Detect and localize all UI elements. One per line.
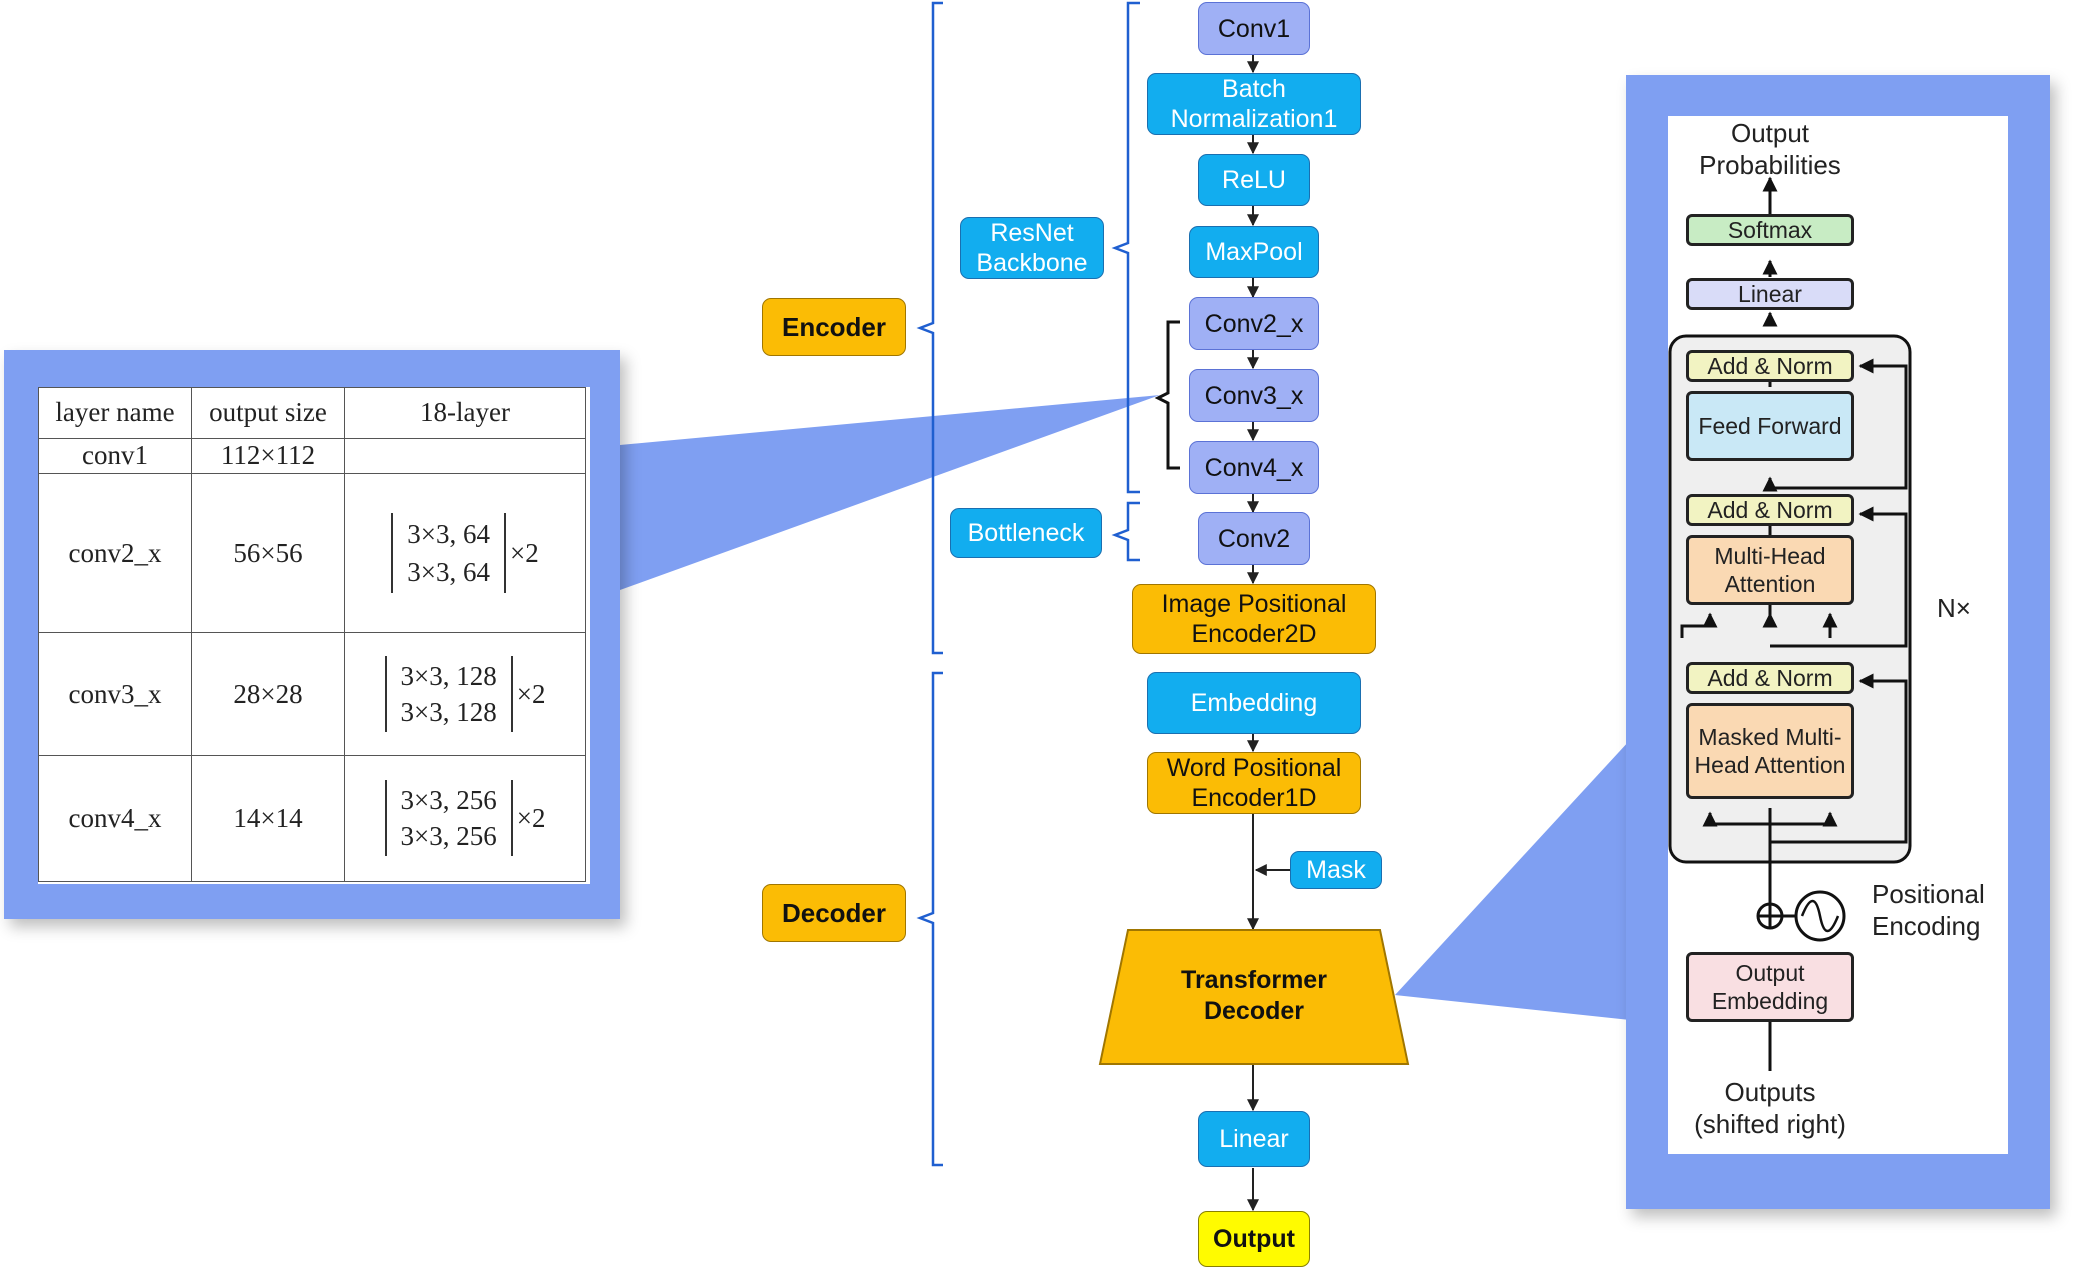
layer-name: conv4_x [38,754,192,883]
table-header-row: layer name output size 18-layer [38,387,586,439]
resnet-bracket [1111,1,1140,494]
batch-norm-block: Batch Normalization1 [1147,73,1361,135]
output-block: Output [1198,1211,1310,1267]
conv2-block: Conv2 [1198,512,1310,565]
block-line: 3×3, 256 [400,785,497,816]
word-positional-encoder-block: Word Positional Encoder1D [1147,752,1361,814]
bottleneck-bracket [1111,501,1140,562]
transformer-decoder-label: Transformer Decoder [1181,966,1327,1025]
add-norm-top: Add & Norm [1686,350,1854,382]
block-cell [344,437,586,474]
positional-encoding-label: Positional Encoding [1872,879,1985,941]
resnet-backbone-label: ResNet Backbone [960,217,1104,279]
outputs-shifted-label: Outputs (shifted right) [1694,1077,1846,1139]
block-cell: 3×3, 128 3×3, 128 ×2 [344,632,586,756]
block-line: 3×3, 64 [407,519,490,549]
conv3x-block: Conv3_x [1189,369,1319,422]
block-cell: 3×3, 64 3×3, 64 ×2 [344,472,586,634]
add-norm-bottom: Add & Norm [1686,662,1854,694]
softmax-block: Softmax [1686,214,1854,246]
decoder-label: Decoder [762,884,906,942]
relu-block: ReLU [1198,154,1310,206]
linear-block: Linear [1198,1111,1310,1167]
resnet-table: layer name output size 18-layer conv1 11… [38,387,586,883]
layer-name: conv1 [38,437,192,474]
bottleneck-label: Bottleneck [950,508,1102,558]
block-multiplier: ×2 [516,678,546,709]
table-row: conv3_x 28×28 3×3, 128 3×3, 128 ×2 [38,632,586,756]
block-cell: 3×3, 256 3×3, 256 ×2 [344,754,586,883]
table-row: conv1 112×112 [38,437,586,474]
layer-name: conv3_x [38,632,192,756]
zoom-wedge-left [620,395,1160,590]
resnet-table-paper: layer name output size 18-layer conv1 11… [38,387,590,884]
embedding-block: Embedding [1147,672,1361,734]
transformer-linear-block: Linear [1686,278,1854,310]
conv4x-block: Conv4_x [1189,441,1319,494]
output-size: 56×56 [191,472,345,634]
encoder-label: Encoder [762,298,906,356]
conv1-block: Conv1 [1198,2,1310,55]
table-row: conv2_x 56×56 3×3, 64 3×3, 64 ×2 [38,472,586,634]
block-multiplier: ×2 [516,802,546,833]
nx-label: N× [1937,593,1971,623]
conv2x-block: Conv2_x [1189,297,1319,350]
output-size: 112×112 [191,437,345,474]
image-positional-encoder-block: Image Positional Encoder2D [1132,584,1376,654]
block-line: 3×3, 128 [400,661,497,692]
output-size: 28×28 [191,632,345,756]
table-header: 18-layer [344,387,586,439]
add-norm-middle: Add & Norm [1686,494,1854,526]
encoder-bracket [916,1,943,655]
decoder-bracket [916,671,943,1167]
block-line: 3×3, 64 [407,557,490,587]
output-embedding-block: Output Embedding [1686,952,1854,1022]
block-line: 3×3, 256 [400,821,497,852]
feed-forward-block: Feed Forward [1686,391,1854,461]
layer-name: conv2_x [38,472,192,634]
output-probabilities-label: Output Probabilities [1699,118,1841,180]
table-header: output size [191,387,345,439]
output-size: 14×14 [191,754,345,883]
multi-head-attention-block: Multi-Head Attention [1686,535,1854,605]
block-line: 3×3, 128 [400,697,497,728]
block-multiplier: ×2 [510,537,539,568]
transformer-decoder-shape [1098,929,1410,1065]
mask-block: Mask [1290,851,1382,889]
convx-bracket [1154,320,1180,470]
table-row: conv4_x 14×14 3×3, 256 3×3, 256 ×2 [38,754,586,883]
table-header: layer name [38,387,192,439]
zoom-wedge-right [1395,740,1630,1020]
masked-multi-head-attention-block: Masked Multi-Head Attention [1686,703,1854,799]
maxpool-block: MaxPool [1189,226,1319,278]
